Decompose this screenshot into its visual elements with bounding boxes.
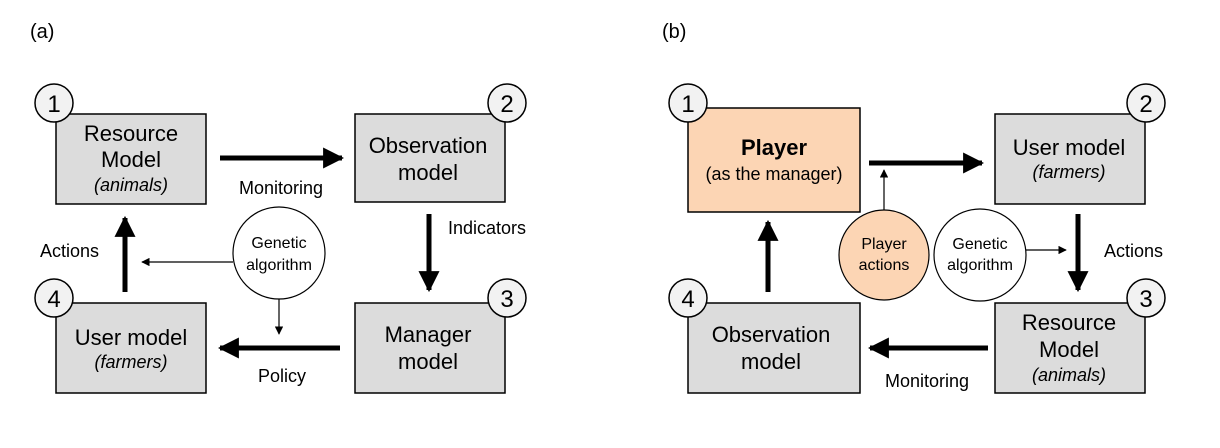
b-genetic-algorithm-node: Genetic algorithm [933,208,1027,302]
b-genetic-line2: algorithm [947,257,1013,274]
b-box1-number-circle [668,83,708,123]
b-genetic-line1: Genetic [952,236,1007,253]
a-observation-model-box: Observation model 2 [354,83,527,203]
panel-b: (b) Player (as the manager) 1 User model… [662,21,1166,394]
b-box1-line2: (as the manager) [705,164,842,184]
b-box3-line3: (animals) [1032,365,1106,385]
b-box4-number: 4 [681,286,694,313]
a-box3-number-circle [487,278,527,318]
a-box4-line1: User model [75,325,187,350]
b-user-model-box: User model (farmers) 2 [994,83,1166,205]
b-box1-number: 1 [681,91,694,118]
a-box1-line3: (animals) [94,175,168,195]
b-monitoring-label: Monitoring [885,371,969,391]
a-actions-label: Actions [40,241,99,261]
b-box2-number: 2 [1139,91,1152,118]
b-player-actions-node: Player actions [838,209,930,301]
b-actions-label: Actions [1104,241,1163,261]
b-box4-number-circle [668,278,708,318]
b-box1-line1: Player [741,135,807,160]
b-box4-line2: model [741,349,801,374]
a-monitoring-label: Monitoring [239,178,323,198]
a-box2-number: 2 [500,91,513,118]
a-genetic-algorithm-node: Genetic algorithm [232,206,326,300]
a-indicators-label: Indicators [448,218,526,238]
a-user-model-box: User model (farmers) 4 [34,278,207,394]
a-box3-line1: Manager [385,322,472,347]
a-box1-line2: Model [101,147,161,172]
b-resource-model-box: Resource Model (animals) 3 [994,278,1166,394]
b-box4-line1: Observation [712,322,831,347]
b-box2-line2: (farmers) [1033,162,1106,182]
b-player-actions-line2: actions [859,257,910,274]
a-box2-line1: Observation [369,133,488,158]
panel-a-label: (a) [30,21,54,43]
a-genetic-line2: algorithm [246,257,312,274]
a-box4-line2: (farmers) [95,352,168,372]
a-manager-model-box: Manager model 3 [354,278,527,394]
a-box4-number: 4 [47,286,60,313]
b-box3-line2: Model [1039,337,1099,362]
panel-a: (a) Resource Model (animals) 1 Observati… [30,21,527,394]
b-box3-number: 3 [1139,286,1152,313]
a-box2-line2: model [398,160,458,185]
panel-b-label: (b) [662,21,686,43]
a-box3-line2: model [398,349,458,374]
a-resource-model-box: Resource Model (animals) 1 [34,83,207,205]
b-observation-model-box: Observation model 4 [668,278,861,394]
a-genetic-line1: Genetic [251,235,306,252]
a-box1-line1: Resource [84,121,178,146]
b-box3-number-circle [1126,278,1166,318]
b-player-actions-line1: Player [861,236,907,253]
a-box1-number-circle [34,83,74,123]
a-box3-number: 3 [500,286,513,313]
b-box2-line1: User model [1013,135,1125,160]
b-box2-number-circle [1126,83,1166,123]
a-policy-label: Policy [258,366,306,386]
a-box1-number: 1 [47,91,60,118]
a-box4-number-circle [34,278,74,318]
b-box3-line1: Resource [1022,310,1116,335]
b-player-box: Player (as the manager) 1 [668,83,861,213]
a-box2-number-circle [487,83,527,123]
